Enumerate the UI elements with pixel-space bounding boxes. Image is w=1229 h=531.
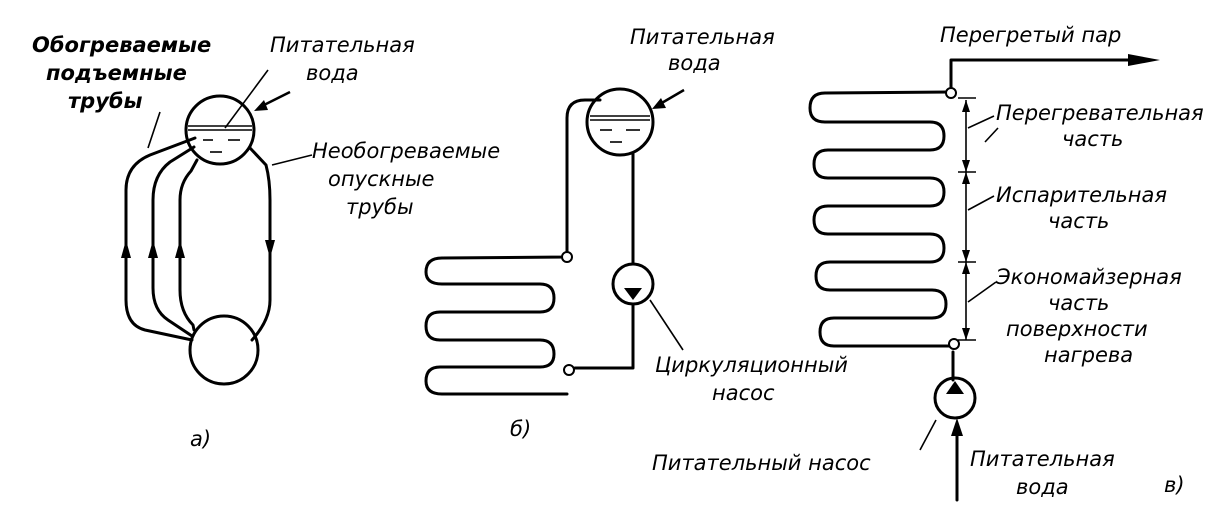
diagram-a: Обогреваемые подъемные трубы Питательная… (32, 33, 507, 451)
label-superheated-steam: Перегретый пар (940, 23, 1121, 47)
dim-arrow-icon (962, 250, 970, 262)
riser-tube-3 (178, 158, 199, 332)
leader-line (967, 281, 997, 303)
dim-arrow-icon (962, 100, 970, 112)
circulation-pump (611, 262, 655, 306)
pump-triangle-icon (624, 288, 642, 300)
pump-outlet-b (573, 302, 635, 370)
leader-line (967, 195, 995, 211)
leader-line (984, 127, 999, 143)
label-feed-water-a: Питательная вода (270, 33, 421, 85)
diagram-c: Перегретый пар Перегревательная часть Ис… (652, 23, 1210, 502)
pump-triangle-icon (946, 381, 964, 394)
down-arrow-icon (265, 240, 275, 258)
diagram-b: Питательная вода Циркуляционный насос б) (424, 25, 855, 441)
tube-node (945, 87, 957, 99)
up-arrow-icon (175, 240, 185, 258)
dim-arrow-icon (962, 172, 970, 184)
up-arrow-icon (121, 240, 131, 258)
caption-b: б) (510, 417, 531, 441)
tube-node (563, 364, 575, 376)
dim-arrow-icon (962, 262, 970, 274)
arrowhead-icon (254, 100, 268, 111)
arrowhead-icon (652, 98, 666, 109)
steam-outlet-line (949, 58, 1132, 92)
leader-line (967, 115, 995, 129)
feed-pump (933, 376, 977, 420)
once-through-coil (808, 90, 955, 348)
label-economizer: Экономайзерная часть поверхности нагрева (995, 265, 1188, 367)
mud-drum (188, 314, 260, 386)
feed-water-arrow (659, 88, 685, 106)
caption-c: в) (1164, 473, 1185, 497)
label-unheated-tubes: Необогреваемые опускные трубы (312, 139, 507, 219)
label-circulation-pump: Циркуляционный насос (655, 353, 855, 405)
leader-line (147, 111, 161, 149)
leader-line (271, 154, 313, 166)
up-arrow-icon (951, 418, 963, 436)
steam-arrow-icon (1128, 54, 1160, 66)
dim-arrow-icon (962, 160, 970, 172)
label-feed-pump: Питательный насос (652, 451, 871, 475)
leader-line (649, 299, 684, 351)
label-evaporator: Испарительная часть (996, 183, 1174, 233)
steam-drum (184, 94, 256, 166)
heating-coil (424, 98, 602, 396)
downcomer-tube (248, 146, 272, 342)
tube-node (561, 251, 573, 263)
dim-arrow-icon (962, 328, 970, 340)
feed-water-arrow (261, 90, 291, 108)
label-superheater: Перегревательная часть (996, 101, 1210, 151)
label-heated-tubes: Обогреваемые подъемные трубы (32, 33, 219, 113)
label-feed-water-c: Питательная вода (970, 447, 1121, 499)
caption-a: а) (190, 427, 211, 451)
label-feed-water-b: Питательная вода (630, 25, 781, 75)
tube-node (948, 338, 960, 350)
leader-line (919, 419, 937, 451)
leader-line (224, 69, 269, 129)
up-arrow-icon (148, 240, 158, 258)
steam-drum-b (585, 87, 655, 157)
